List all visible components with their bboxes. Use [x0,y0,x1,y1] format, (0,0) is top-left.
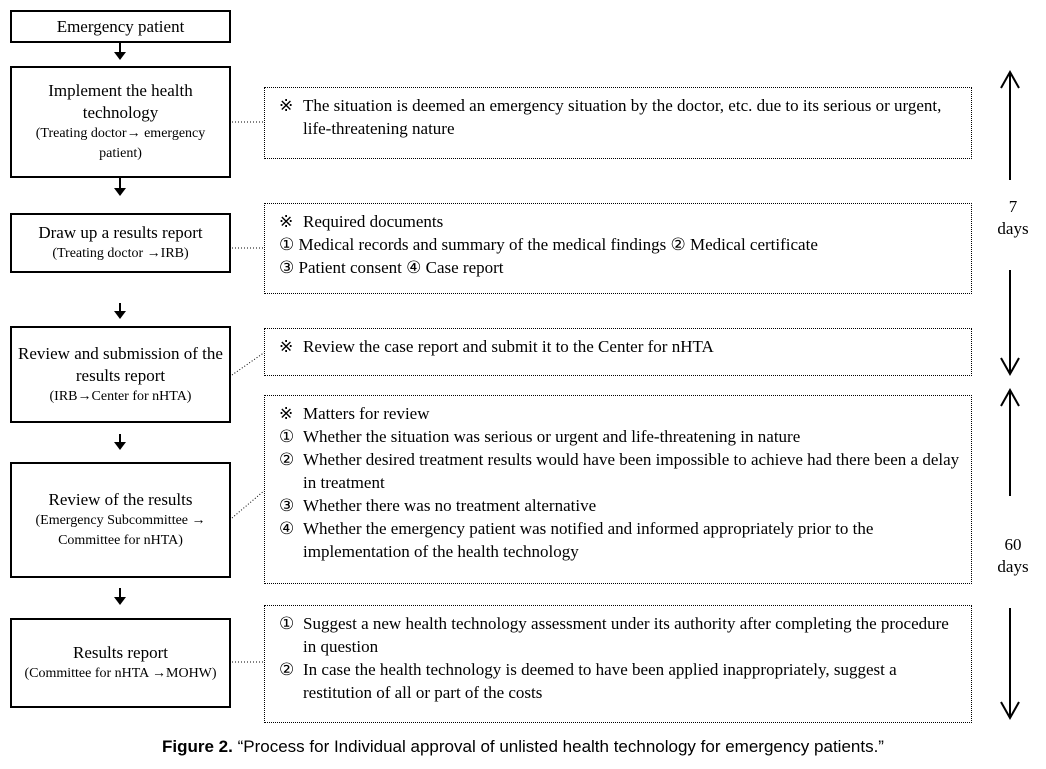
flow-arrow [114,434,126,450]
note-line: ① Suggest a new health technology assess… [279,612,961,658]
note-connector [231,351,266,376]
list-number: ① [279,614,295,633]
step-draw-up-results-report: Draw up a results report (Treating docto… [10,213,231,273]
reference-mark: ※ [279,96,294,115]
note-line: ※ Review the case report and submit it t… [279,335,961,358]
step-implement-health-technology: Implement the health technology (Treatin… [10,66,231,178]
flow-arrow [114,43,126,60]
step-title: Review and submission of the results rep… [18,343,223,385]
note-text: Suggest a new health technology assessme… [303,614,949,656]
note-text: Matters for review [303,404,430,423]
duration-value: 60 [1004,535,1022,554]
note-line: ※ Matters for review [279,402,961,425]
step-actor: (IRB→Center for nHTA) [49,388,192,404]
step-emergency-patient: Emergency patient [10,10,231,43]
list-number: ① [279,427,295,446]
list-number: ④ [279,519,295,538]
step-review-and-submission: Review and submission of the results rep… [10,326,231,423]
note-text: Required documents [303,212,444,231]
note-required-documents: ※ Required documents ① Medical records a… [264,203,972,294]
note-review-case-report: ※ Review the case report and submit it t… [264,328,972,376]
step-review-of-results: Review of the results (Emergency Subcomm… [10,462,231,578]
note-text: Whether there was no treatment alternati… [303,496,597,515]
note-line: ※ The situation is deemed an emergency s… [279,94,961,140]
reference-mark: ※ [279,404,294,423]
note-line: ① Whether the situation was serious or u… [279,425,961,448]
step-title: Emergency patient [56,16,185,36]
step-results-report: Results report (Committee for nHTA →MOHW… [10,618,231,708]
list-number: ③ [279,496,295,515]
note-connector [231,489,266,519]
note-line: ※ Required documents [279,210,961,233]
note-text: ③ Patient consent ④ Case report [279,258,504,277]
step-title: Draw up a results report [38,223,203,242]
note-text: Review the case report and submit it to … [303,337,714,356]
step-title: Results report [73,643,168,662]
duration-unit: days [997,557,1029,576]
note-matters-for-review: ※ Matters for review ① Whether the situa… [264,395,972,584]
note-text: In case the health technology is deemed … [303,660,897,702]
duration-value: 7 [1008,197,1018,216]
figure-label: Figure 2. [162,737,233,756]
note-results-actions: ① Suggest a new health technology assess… [264,605,972,723]
note-text: The situation is deemed an emergency sit… [303,96,942,138]
list-number: ② [279,450,295,469]
duration-60-days: 60 days [983,534,1043,578]
note-text: Whether desired treatment results would … [303,450,960,492]
note-text: ① Medical records and summary of the med… [279,235,818,254]
step-actor: (Treating doctor →IRB) [52,246,189,261]
step-actor: (Treating doctor→ emergency patient) [35,126,206,161]
note-line: ② In case the health technology is deeme… [279,658,961,704]
step-title: Review of the results [48,490,193,509]
note-line: ③ Patient consent ④ Case report [279,256,961,279]
step-title: Implement the health technology [48,81,193,122]
figure-caption: Figure 2. “Process for Individual approv… [0,737,1046,757]
reference-mark: ※ [279,337,294,356]
note-line: ① Medical records and summary of the med… [279,233,961,256]
note-text: Whether the emergency patient was notifi… [303,519,874,561]
list-number: ② [279,660,295,679]
note-line: ② Whether desired treatment results woul… [279,448,961,494]
step-actor: (Emergency Subcommittee → Committee for … [35,513,206,548]
step-actor: (Committee for nHTA →MOHW) [24,666,217,681]
note-emergency-situation: ※ The situation is deemed an emergency s… [264,87,972,159]
note-line: ④ Whether the emergency patient was noti… [279,517,961,563]
note-line: ③ Whether there was no treatment alterna… [279,494,961,517]
note-text: Whether the situation was serious or urg… [303,427,801,446]
flow-arrow [114,178,126,196]
flow-arrow [114,588,126,605]
figure-caption-text: “Process for Individual approval of unli… [232,737,884,756]
duration-7-days: 7 days [983,196,1043,240]
duration-unit: days [997,219,1029,238]
flow-arrow [114,303,126,319]
reference-mark: ※ [279,212,294,231]
